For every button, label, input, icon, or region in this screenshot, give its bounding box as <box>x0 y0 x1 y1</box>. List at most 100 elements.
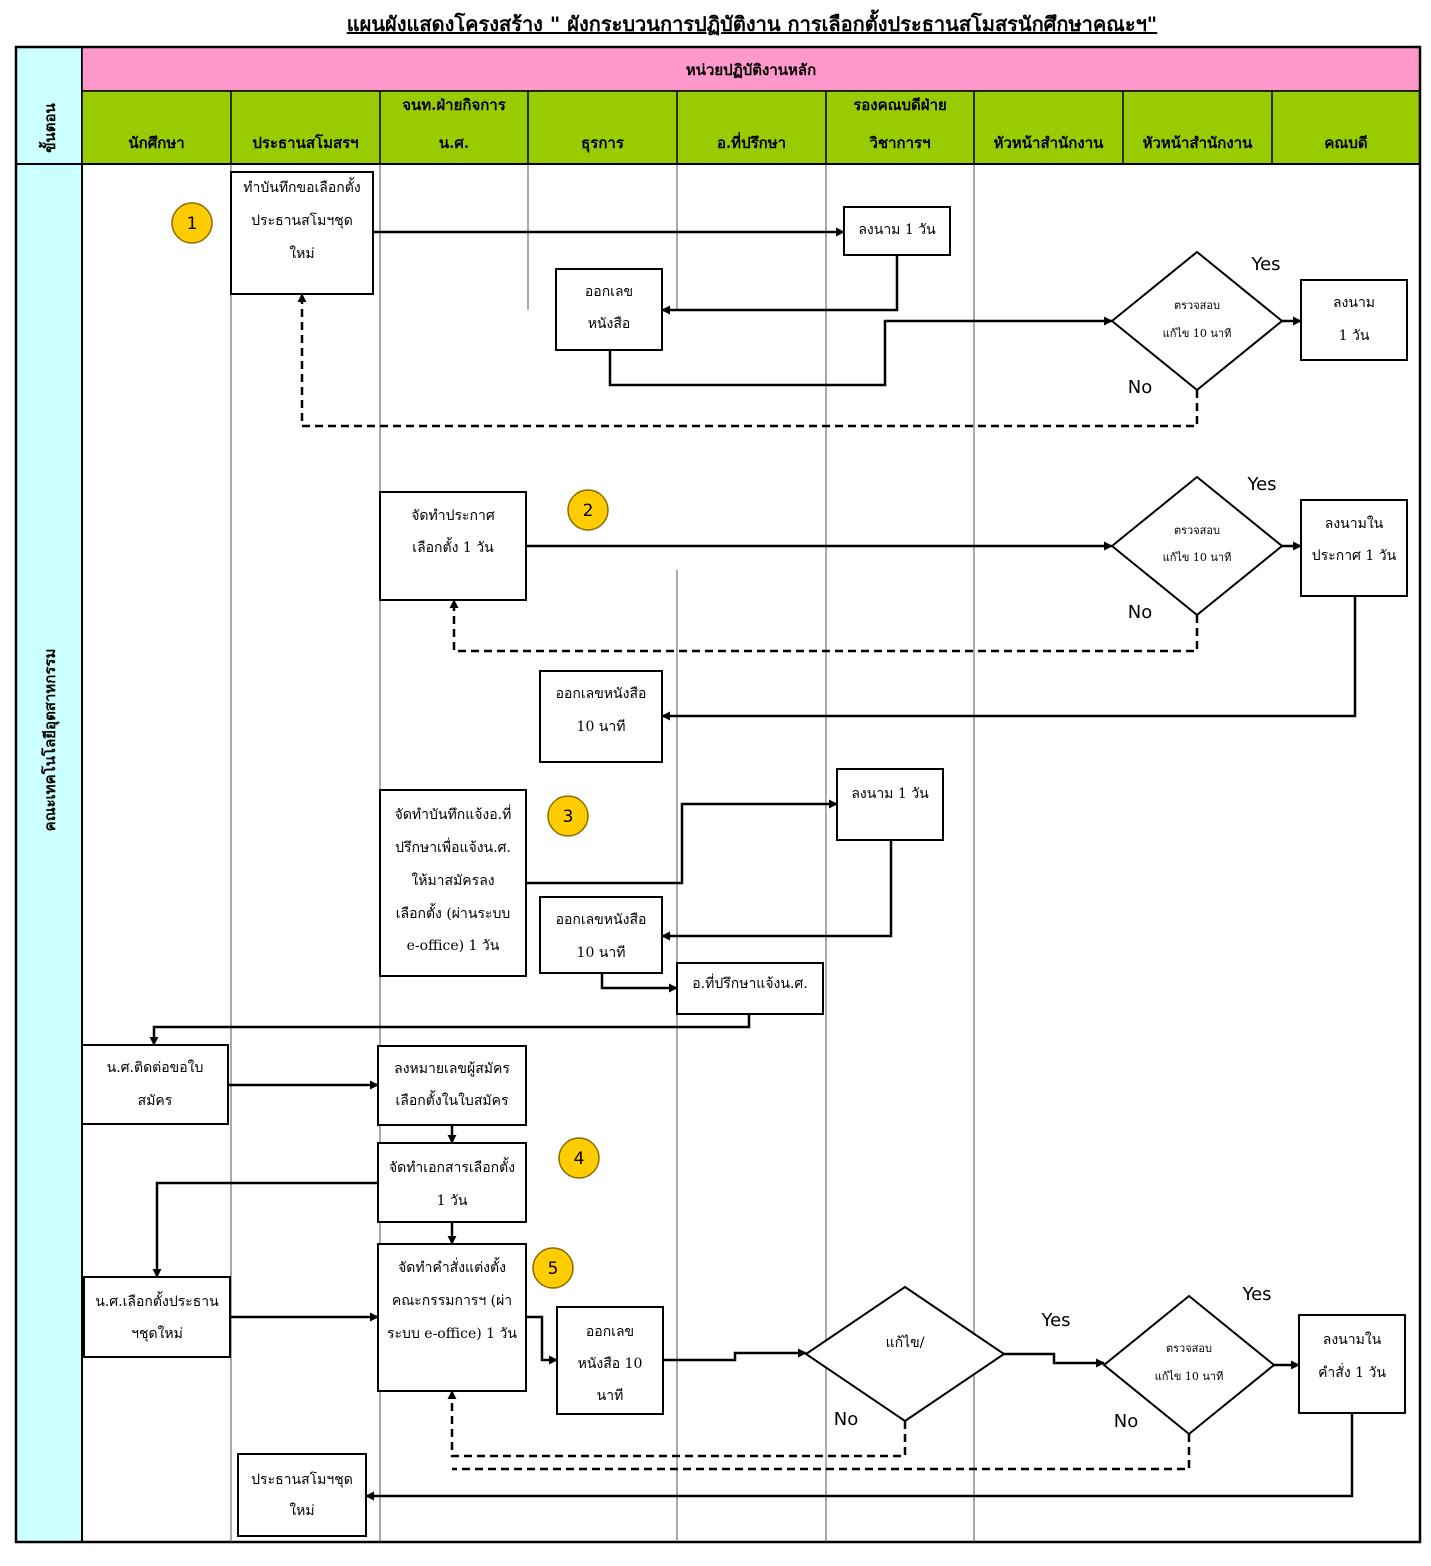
step-number-badge <box>547 795 589 837</box>
process-box-text: ทำบันทึกขอเลือกตั้ง <box>243 177 360 196</box>
lane-header-label: หัวหน้าสำนักงาน <box>1143 134 1254 152</box>
lane-header-label: หัวหน้าสำนักงาน <box>994 134 1105 152</box>
process-box-text: ลงนาม <box>1333 295 1375 311</box>
no-label: No <box>1128 377 1152 398</box>
process-box-text: ออกเลขหนังสือ <box>556 912 647 928</box>
process-box-b11 <box>676 962 824 1015</box>
step-number: 5 <box>548 1259 559 1279</box>
process-box-b19 <box>237 1453 367 1537</box>
process-box-text: ลงนามใน <box>1325 515 1384 532</box>
connectors <box>149 227 1357 1501</box>
process-box-text: จัดทำประกาศ <box>411 508 495 524</box>
process-box-b1 <box>230 171 374 295</box>
step-column <box>15 46 83 1543</box>
step-number: 3 <box>563 807 574 827</box>
main-unit-header-label: หน่วยปฏิบัติงานหลัก <box>686 61 816 79</box>
process-box-text: อ.ที่ปรึกษาแจ้งน.ศ. <box>692 974 807 992</box>
process-box-text: จัดทำเอกสารเลือกตั้ง <box>389 1157 515 1176</box>
process-box-b6 <box>1300 499 1408 597</box>
connector-line <box>297 293 1199 428</box>
process-box-text: หนังสือ 10 <box>578 1356 643 1372</box>
connector-line <box>447 1390 907 1458</box>
process-box-text: ลงหมายเลขผู้สมัคร <box>394 1061 510 1077</box>
process-box-text: 1 วัน <box>1339 328 1370 344</box>
yes-label: Yes <box>1040 1310 1070 1331</box>
process-box-b9 <box>836 768 944 841</box>
process-box-text: ระบบ e-office) 1 วัน <box>387 1326 517 1342</box>
step-number: 2 <box>583 501 594 521</box>
process-box-text: ปรึกษาเพื่อแจ้งน.ศ. <box>395 838 511 856</box>
step-number-badge <box>171 202 213 244</box>
process-box-b17 <box>556 1306 664 1415</box>
chart-title: แผนผังแสดงโครงสร้าง " ผังกระบวนการปฏิบัต… <box>347 9 1157 36</box>
lane-header-row <box>81 90 1421 165</box>
process-box-b8 <box>379 789 527 977</box>
no-label: No <box>834 1409 858 1430</box>
process-box-text: ออกเลข <box>586 1324 634 1340</box>
process-box-text: คำสั่ง 1 วัน <box>1318 1363 1386 1381</box>
connector-line <box>526 799 838 885</box>
process-box-text: ฯชุดใหม่ <box>131 1325 183 1342</box>
process-box-text: หนังสือ <box>588 316 631 332</box>
process-box-text: ลงนาม 1 วัน <box>851 786 929 802</box>
process-box-text: ลงนาม 1 วัน <box>858 222 936 238</box>
lane-header-label: อ.ที่ปรึกษา <box>717 132 786 152</box>
decision-diamond-d2 <box>1110 475 1284 617</box>
lane-headers: นักศึกษาประธานสโมสรฯจนท.ฝ่ายกิจการน.ศ.ธุ… <box>128 96 1367 153</box>
decision-text: ตรวจสอบ <box>1174 524 1220 537</box>
process-box-text: สมัคร <box>138 1093 173 1109</box>
connector-line <box>365 1413 1354 1501</box>
decision-text: แก้ไข 10 นาที <box>1163 551 1232 564</box>
connector-line <box>149 1014 751 1046</box>
process-box-text: จัดทำคำสั่งแต่งตั้ง <box>398 1257 506 1276</box>
process-box-text: ให้มาสมัครลง <box>411 872 494 889</box>
process-box-b14 <box>377 1142 527 1223</box>
lane-header-label: รองคณบดีฝ่ายวิชาการฯ <box>853 96 947 152</box>
process-box-b10 <box>539 896 663 974</box>
yes-label: Yes <box>1246 474 1276 495</box>
process-box-text: ใหม่ <box>289 245 314 262</box>
process-box-text: เลือกตั้งในใบสมัคร <box>396 1090 509 1109</box>
connector-line <box>600 973 678 993</box>
step-number-badge <box>567 489 609 531</box>
step-number: 4 <box>574 1149 585 1169</box>
process-box-b16 <box>377 1243 527 1392</box>
connector-line <box>526 1315 558 1365</box>
process-box-text: e-office) 1 วัน <box>407 938 500 954</box>
step-header-label: ขั้นตอน <box>38 103 59 153</box>
process-box-b2 <box>843 206 951 256</box>
lane-header-label: นักศึกษา <box>128 134 184 152</box>
process-box-text: ลงนามใน <box>1323 1331 1382 1348</box>
connector-line <box>1004 1352 1105 1368</box>
lane-header-label: ประธานสโมสรฯ <box>252 133 358 152</box>
process-box-b7 <box>539 670 663 763</box>
process-box-text: 1 วัน <box>437 1193 468 1209</box>
step-number-badge <box>558 1137 600 1179</box>
process-box-b15 <box>83 1276 231 1358</box>
process-box-text: จัดทำบันทึกแจ้งอ.ที่ <box>395 805 512 823</box>
process-box-b18 <box>1298 1314 1406 1414</box>
process-box-b12 <box>81 1044 229 1125</box>
connector-line <box>661 596 1357 721</box>
main-unit-header <box>81 46 1421 92</box>
process-box-text: ออกเลขหนังสือ <box>556 686 647 702</box>
process-box-text: ออกเลข <box>585 284 633 300</box>
process-box-text: 10 นาที <box>577 719 626 735</box>
decision-diamond-d4 <box>1102 1294 1276 1436</box>
no-label: No <box>1128 602 1152 623</box>
connector-line <box>608 316 1113 387</box>
decision-text: ตรวจสอบ <box>1174 299 1220 312</box>
lane-header-label: ธุรการ <box>581 134 625 153</box>
process-box-text: ประธานสโมฯชุด <box>251 212 353 229</box>
process-box-text: คณะกรรมการฯ (ผ่า <box>392 1293 512 1309</box>
decision-text: ตรวจสอบ <box>1166 1342 1212 1355</box>
connector-line <box>449 599 1199 653</box>
lane-separators <box>230 91 1273 1542</box>
decision-text: แก้ไข 10 นาที <box>1163 327 1232 340</box>
process-box-text: นาที <box>597 1388 624 1404</box>
process-box-b4 <box>1300 279 1408 361</box>
yes-label: Yes <box>1241 1284 1271 1305</box>
decision-text: แก้ไข 10 นาที <box>1155 1370 1224 1383</box>
process-box-b13 <box>377 1045 527 1126</box>
